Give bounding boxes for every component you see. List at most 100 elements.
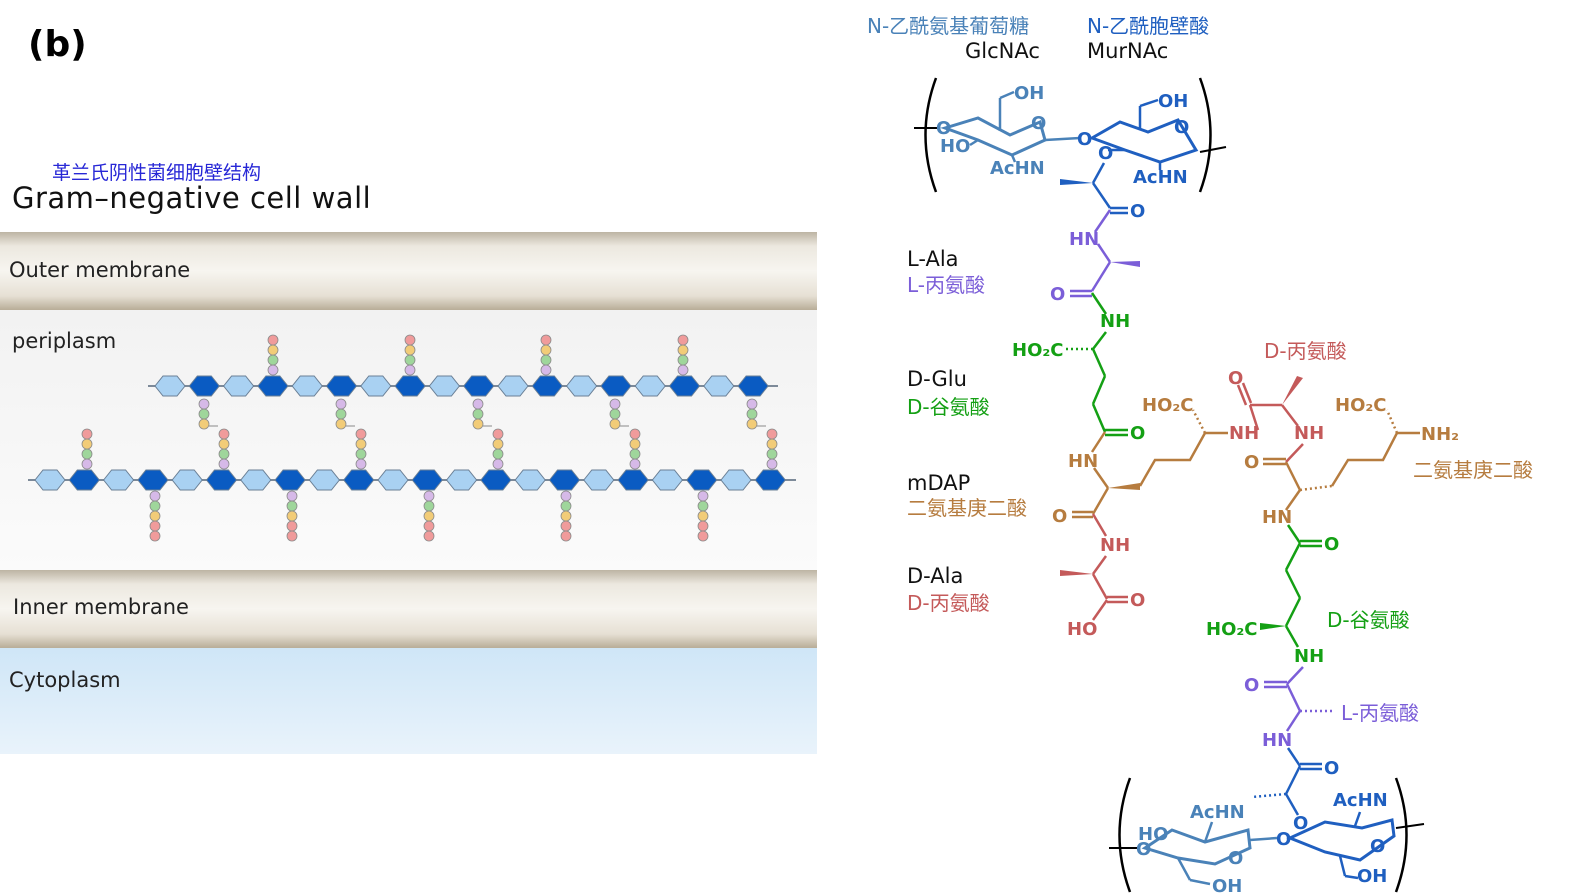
- amino-acid-bead: [404, 334, 416, 346]
- l-ala2-o-atom: O: [1244, 675, 1259, 696]
- crosslink-o-atom: O: [1228, 368, 1243, 389]
- murnac2-achn-atom: AcHN: [1333, 790, 1388, 811]
- amino-acid-bead: [149, 490, 161, 502]
- murnac-unit: [325, 375, 358, 397]
- murnac2-oh-atom: OH: [1357, 866, 1387, 887]
- amino-acid-bead: [286, 530, 298, 542]
- amino-acid-bead: [218, 428, 230, 440]
- d-ala-en-label: D-Ala: [907, 564, 963, 588]
- murnac-unit: [463, 375, 495, 397]
- murnac2-o-ether-atom: O: [1293, 813, 1308, 834]
- glcnac2-o-ring-atom: O: [1228, 848, 1243, 869]
- glcnac-unit: [171, 469, 203, 491]
- amino-acid-bead: [560, 530, 572, 542]
- glcnac2-ho-atom: HO: [1138, 824, 1168, 845]
- amino-acid-bead: [766, 458, 778, 470]
- murnac-unit: [137, 469, 169, 491]
- amino-acid-bead: [697, 500, 709, 512]
- amino-acid-bead: [746, 418, 758, 430]
- amino-acid-bead: [492, 428, 504, 440]
- mdap-cn-label: 二氨基庚二酸: [907, 496, 1027, 520]
- amino-acid-bead: [286, 500, 298, 512]
- outer-membrane: [0, 232, 817, 310]
- glcnac-unit: [565, 375, 598, 397]
- murnac-unit: [394, 375, 426, 397]
- glcnac-unit: [703, 375, 735, 397]
- glcnac-unit: [240, 469, 272, 491]
- amino-acid-bead: [286, 520, 298, 532]
- amino-acid-bead: [472, 408, 484, 420]
- murnac-unit: [737, 375, 769, 397]
- glcnac-unit: [634, 375, 666, 397]
- d-ala-cn-label: D-丙氨酸: [907, 591, 990, 615]
- murnac-unit: [480, 469, 512, 491]
- amino-acid-bead: [423, 520, 435, 532]
- amino-acid-bead: [677, 364, 689, 376]
- amino-acid-bead: [149, 530, 161, 542]
- amino-acid-bead: [81, 438, 93, 450]
- glcnac-en-label: GlcNAc: [965, 39, 1040, 63]
- amino-acid-bead: [149, 500, 161, 512]
- murnac-unit: [754, 469, 786, 491]
- cytoplasm-region: [0, 648, 817, 754]
- murnac-achn-atom: AcHN: [1133, 167, 1188, 188]
- top-disaccharide: OH O O HO AcHN O OH O O AcHN O: [914, 77, 1227, 233]
- murnac-cn-label: N-乙酰胞壁酸: [1087, 14, 1209, 38]
- amino-acid-bead: [472, 418, 484, 430]
- murnac-unit: [257, 375, 289, 397]
- d-glu-o-atom: O: [1130, 423, 1145, 444]
- amino-acid-bead: [81, 448, 93, 460]
- l-ala-en-label: L-Ala: [907, 247, 959, 271]
- amino-acid-bead: [149, 520, 161, 532]
- amino-acid-bead: [560, 490, 572, 502]
- amino-acid-bead: [697, 490, 709, 502]
- amino-acid-bead: [629, 438, 641, 450]
- glcnac-unit: [34, 469, 66, 491]
- murnac-unit: [343, 469, 375, 491]
- murnac-oh-atom: OH: [1158, 91, 1188, 112]
- panel-label: (b): [28, 24, 87, 65]
- amino-acid-bead: [609, 408, 621, 420]
- d-glu-ho2c-atom: HO₂C: [1012, 340, 1063, 361]
- crosslink-nh-atom: NH: [1229, 423, 1259, 444]
- d-glu2-nh-atom: NH: [1294, 646, 1324, 667]
- lactyl-o-atom: O: [1130, 201, 1145, 222]
- d-ala-nh-atom: NH: [1100, 535, 1130, 556]
- murnac-unit: [531, 375, 563, 397]
- murnac-unit: [548, 469, 581, 491]
- amino-acid-bead: [609, 398, 621, 410]
- amino-acid-bead: [677, 334, 689, 346]
- amino-acid-bead: [697, 530, 709, 542]
- amino-acid-bead: [629, 428, 641, 440]
- murnac-unit: [600, 375, 632, 397]
- mdap-ho2c-atom: HO₂C: [1142, 395, 1193, 416]
- glcnac-o-ring-atom: O: [1031, 113, 1046, 134]
- lactyl2-o-atom: O: [1324, 758, 1339, 779]
- murnac-o-ether-atom: O: [1098, 143, 1113, 164]
- l-ala-cn-label-2: L-丙氨酸: [1341, 701, 1419, 725]
- glcnac-unit: [360, 375, 392, 397]
- glcnac-oh-atom: OH: [1014, 83, 1044, 104]
- amino-acid-bead: [404, 364, 416, 376]
- amino-acid-bead: [81, 428, 93, 440]
- amino-acid-bead: [355, 458, 367, 470]
- d-ala2-nh-atom: NH: [1294, 423, 1324, 444]
- outer-membrane-label: Outer membrane: [9, 258, 191, 282]
- glcnac-unit: [102, 469, 135, 491]
- d-glu-en-label: D-Glu: [907, 367, 967, 391]
- mdap2-ho2c-atom: HO₂C: [1335, 395, 1386, 416]
- amino-acid-bead: [560, 500, 572, 512]
- mdap-hn-atom: HN: [1068, 451, 1098, 472]
- glcnac-achn-atom: AcHN: [990, 158, 1045, 179]
- amino-acid-bead: [540, 354, 552, 366]
- amino-acid-bead: [423, 500, 435, 512]
- d-glu-cn-label: D-谷氨酸: [907, 395, 990, 419]
- amino-acid-bead: [335, 398, 347, 410]
- amino-acid-bead: [492, 438, 504, 450]
- right-peptide-stem: NH O NH O HO₂C NH₂ HN O HO₂C NH: [1206, 368, 1459, 816]
- l-ala-o-atom: O: [1050, 284, 1065, 305]
- amino-acid-bead: [267, 354, 279, 366]
- amino-acid-bead: [267, 364, 279, 376]
- mdap-cn-label-2: 二氨基庚二酸: [1413, 458, 1533, 482]
- amino-acid-bead: [286, 510, 298, 522]
